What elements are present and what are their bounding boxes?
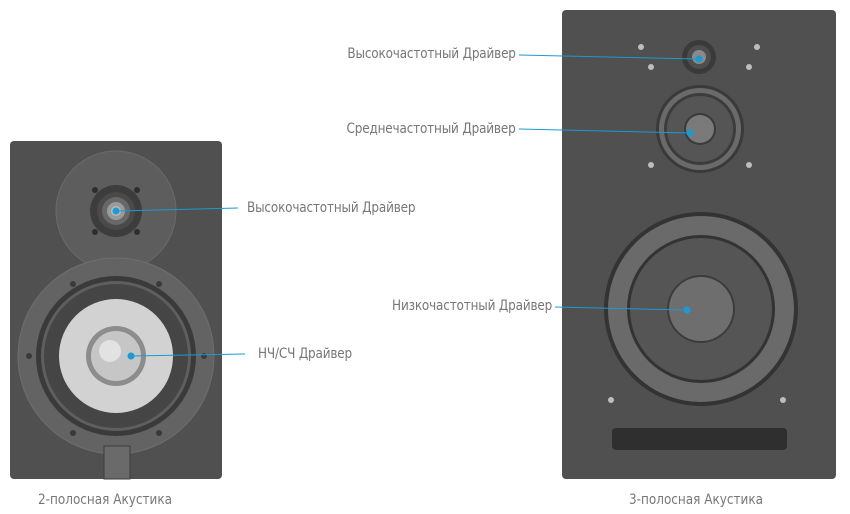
three-way-speaker <box>562 10 836 479</box>
callout-dot-three-way-woofer <box>683 306 691 314</box>
two-way-woofer <box>17 257 215 455</box>
callout-line-three-way-tweeter <box>518 54 700 60</box>
callout-line-two-way-tweeter <box>115 207 239 212</box>
three-way-midrange <box>648 85 752 173</box>
callout-lines <box>112 54 703 360</box>
three-way-woofer <box>604 212 798 406</box>
caption-three-way: 3-полосная Акустика <box>629 492 763 508</box>
label-three-way-midrange: Среднечастотный Драйвер <box>346 121 516 137</box>
callout-line-two-way-woofer <box>130 353 246 357</box>
label-three-way-tweeter: Высокочастотный Драйвер <box>347 46 517 62</box>
callout-line-three-way-midrange <box>518 128 691 134</box>
callout-dot-two-way-woofer <box>127 352 135 360</box>
label-two-way-woofer-mid: НЧ/СЧ Драйвер <box>258 346 353 362</box>
caption-two-way: 2-полосная Акустика <box>38 492 172 508</box>
callout-dot-three-way-tweeter <box>695 55 703 63</box>
callout-dot-three-way-midrange <box>686 129 694 137</box>
callout-dot-two-way-tweeter <box>112 207 120 215</box>
two-way-speaker <box>10 141 222 480</box>
callout-line-three-way-woofer <box>554 306 688 311</box>
label-three-way-woofer: Низкочастотный Драйвер <box>391 298 552 314</box>
label-two-way-tweeter: Высокочастотный Драйвер <box>247 200 416 216</box>
three-way-bass-port <box>612 428 787 450</box>
two-way-bass-port <box>103 445 131 480</box>
